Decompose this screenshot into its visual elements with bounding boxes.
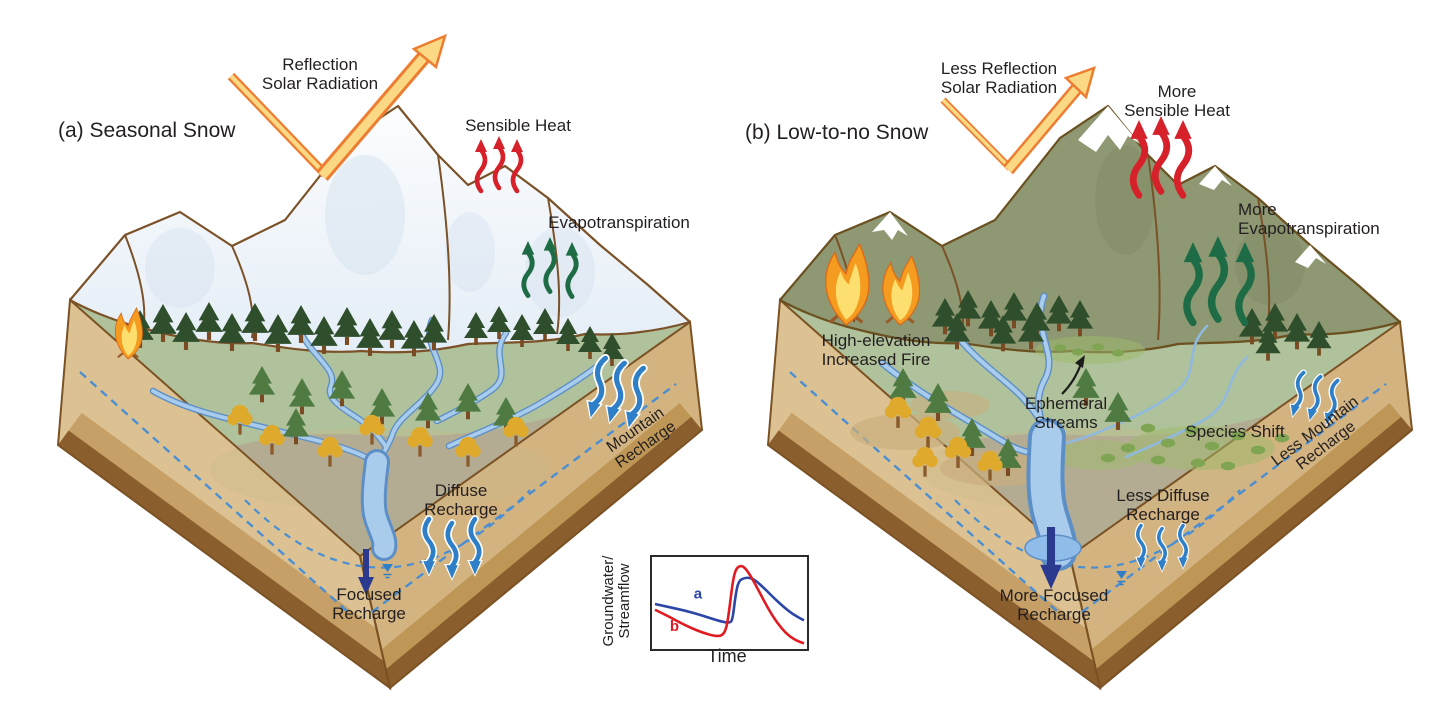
label-evapotranspiration-a: Evapotranspiration (548, 213, 690, 232)
label-diffuse-recharge-a: Diffuse Recharge (424, 481, 498, 520)
series-b-curve (654, 564, 805, 645)
label-fire-b: High-elevation Increased Fire (821, 331, 931, 370)
ephemeral-streams (1060, 324, 1249, 459)
snow-caps (872, 106, 1326, 268)
panel-b-title: (b) Low-to-no Snow (745, 121, 929, 144)
label-sensible-heat-b: More Sensible Heat (1124, 82, 1230, 121)
panel-b-mountains (778, 104, 1402, 354)
inset-x-axis-label: Time (707, 646, 747, 666)
panel-a-title: (a) Seasonal Snow (58, 119, 236, 142)
solar-reflection-arrow-a (227, 33, 447, 181)
label-sensible-heat-a: Sensible Heat (465, 116, 571, 135)
label-diffuse-recharge-b: Less Diffuse Recharge (1116, 486, 1210, 525)
inset-y-axis-label: Groundwater/ Streamflow (599, 555, 633, 647)
series-b-label: b (670, 618, 679, 635)
solar-reflection-arrow-b (940, 66, 1096, 175)
ephemeral-streams-pointer-arrow (1061, 355, 1085, 395)
label-species-shift-b: Species Shift (1185, 422, 1285, 441)
label-focused-recharge-b: More Focused Recharge (999, 586, 1109, 625)
label-ephemeral-streams-b: Ephemeral Streams (1024, 394, 1108, 433)
label-focused-recharge-a: Focused Recharge (332, 585, 406, 624)
inset-hydrograph-chart: ab (650, 555, 809, 651)
label-reflection-b: Less Reflection Solar Radiation (940, 59, 1058, 98)
panel-a-mountains (68, 104, 692, 354)
label-reflection-a: Reflection Solar Radiation (261, 55, 379, 94)
series-a-curve (654, 576, 805, 624)
series-a-label: a (694, 585, 703, 602)
label-evapotranspiration-b: More Evapotranspiration (1238, 200, 1380, 239)
